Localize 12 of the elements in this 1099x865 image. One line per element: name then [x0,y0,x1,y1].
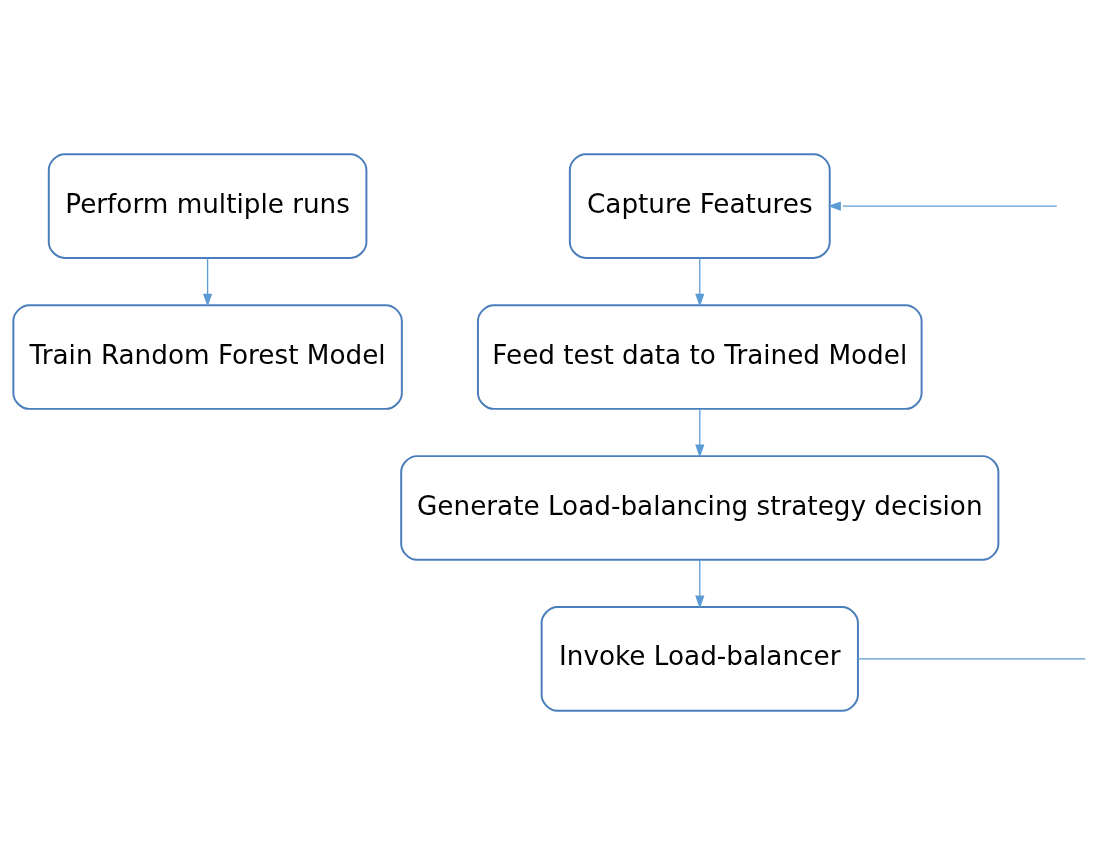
arrow [695,257,705,307]
node-box: Feed test data to Trained Model [477,304,923,410]
arrow [827,201,1058,211]
arrow [695,408,705,458]
node-box: Capture Features [568,153,831,259]
node-box: Train Random Forest Model [12,304,403,410]
node-box: Generate Load-balancing strategy decision [400,455,1000,561]
arrow [203,257,213,307]
connector [857,658,1086,660]
node-box: Perform multiple runs [47,153,368,259]
arrow [695,559,705,609]
node-box: Invoke Load-balancer [540,606,859,712]
